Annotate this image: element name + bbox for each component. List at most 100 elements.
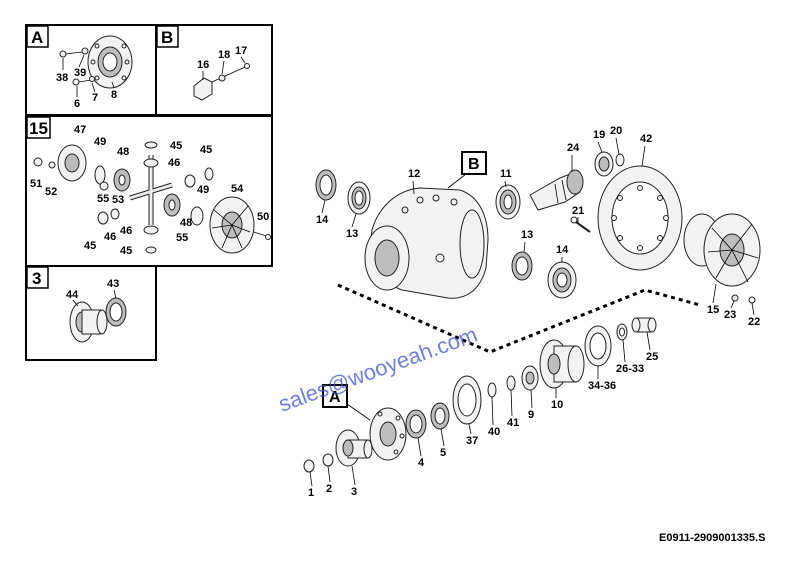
label-14-left: 14 (316, 214, 329, 226)
label-55-left: 55 (97, 193, 109, 205)
ring-part-40 (487, 382, 497, 398)
alignment-path (337, 283, 701, 354)
side-gear-part-48b (163, 193, 204, 226)
inset-15-letter: 15 (29, 119, 48, 138)
axle-housing-part-12 (364, 187, 489, 299)
label-10: 10 (551, 399, 563, 411)
shims-part-26-33 (616, 323, 628, 341)
label-48-bottom: 48 (180, 217, 192, 229)
watermark-email: sales@wooyeah.com (275, 322, 480, 417)
label-46-bottom: 46 (120, 225, 132, 237)
label-34-36: 34-36 (588, 380, 616, 392)
label-6: 6 (74, 98, 80, 110)
callout-a-letter: A (329, 389, 341, 406)
label-26-33: 26-33 (616, 363, 644, 375)
label-9: 9 (528, 409, 534, 421)
label-25: 25 (646, 351, 658, 363)
label-3: 3 (351, 486, 357, 498)
label-2: 2 (326, 483, 332, 495)
label-16: 16 (197, 59, 209, 71)
label-44: 44 (66, 289, 79, 301)
bolt-part-23-22 (731, 294, 756, 304)
flange-part-44 (69, 301, 108, 343)
hub-part-10 (539, 339, 585, 389)
label-45-bottom: 45 (120, 245, 132, 257)
label-46-top: 46 (168, 157, 180, 169)
bearing-part-13-left (347, 181, 371, 215)
label-14-right: 14 (556, 244, 569, 256)
label-8: 8 (111, 89, 117, 101)
bolt-part-38 (59, 47, 89, 58)
washer-part-2 (322, 453, 334, 467)
ring-part-20 (615, 153, 625, 167)
label-48: 48 (117, 146, 129, 158)
gasket-part-34-36 (584, 325, 612, 367)
label-49-right: 49 (197, 184, 209, 196)
pinion-part-24 (529, 169, 584, 211)
label-45-left: 45 (84, 240, 96, 252)
seal-part-43 (105, 297, 127, 327)
inset-3-tag (26, 266, 49, 289)
label-4: 4 (418, 457, 425, 469)
label-17: 17 (235, 45, 247, 57)
inset-3: 3 44 43 (25, 265, 157, 361)
label-37: 37 (466, 435, 478, 447)
case-half-part-54 (209, 196, 271, 254)
label-55-bottom: 55 (176, 232, 188, 244)
ring-part-41 (506, 375, 516, 391)
label-5: 5 (440, 447, 446, 459)
label-38: 38 (56, 72, 68, 84)
side-gear-part-48 (113, 168, 131, 192)
drawing-code: E0911-2909001335.S (659, 532, 765, 544)
label-46-left: 46 (104, 231, 116, 243)
bolt-part-21 (570, 216, 591, 233)
label-51: 51 (30, 178, 42, 190)
label-45-top: 45 (170, 140, 182, 152)
callout-b-box (461, 151, 487, 175)
inset-b-tag (156, 25, 179, 48)
label-18: 18 (218, 49, 230, 61)
callout-a-box (322, 384, 348, 408)
inset-a-tag (26, 25, 49, 48)
inset-b: B 16 18 17 (155, 24, 273, 116)
label-43: 43 (107, 278, 119, 290)
inset-a: A 38 39 6 7 8 (25, 24, 157, 116)
label-45-right: 45 (200, 144, 212, 156)
label-54: 54 (231, 183, 244, 195)
seal-part-14-right (511, 251, 533, 281)
inset-15-tag (26, 116, 51, 139)
inset-b-letter: B (161, 28, 173, 47)
flange-main-A (369, 407, 407, 461)
spider-part-53 (97, 141, 214, 254)
inset-3-letter: 3 (32, 269, 41, 288)
callout-b: B (447, 151, 487, 189)
bearing-part-19 (594, 151, 614, 177)
seal-part-4 (405, 409, 427, 439)
label-53: 53 (112, 194, 124, 206)
bolt-part-6-7 (72, 76, 95, 86)
callout-b-letter: B (468, 156, 480, 173)
bearing-part-13-right (547, 261, 577, 299)
seal-part-5 (430, 402, 450, 430)
label-49: 49 (94, 136, 106, 148)
ring-gear-part-42 (597, 165, 683, 271)
label-41: 41 (507, 417, 519, 429)
diff-case-part-15 (683, 213, 761, 287)
flange-part-8 (87, 35, 133, 89)
bracket-part-16 (193, 63, 250, 101)
label-20: 20 (610, 125, 622, 137)
label-13-left: 13 (346, 228, 358, 240)
label-50: 50 (257, 211, 269, 223)
sleeve-part-25 (631, 317, 657, 333)
inset-a-letter: A (31, 28, 43, 47)
bearing-part-11 (495, 184, 521, 220)
gasket-part-37 (452, 375, 482, 425)
case-half-part-47 (33, 144, 87, 182)
inset-3-frame (25, 265, 157, 361)
nut-part-1 (303, 459, 315, 473)
callout-a: A (322, 384, 371, 421)
seal-part-14-left (315, 169, 337, 201)
leader-lines (309, 137, 755, 487)
inset-15: 15 (25, 115, 273, 267)
